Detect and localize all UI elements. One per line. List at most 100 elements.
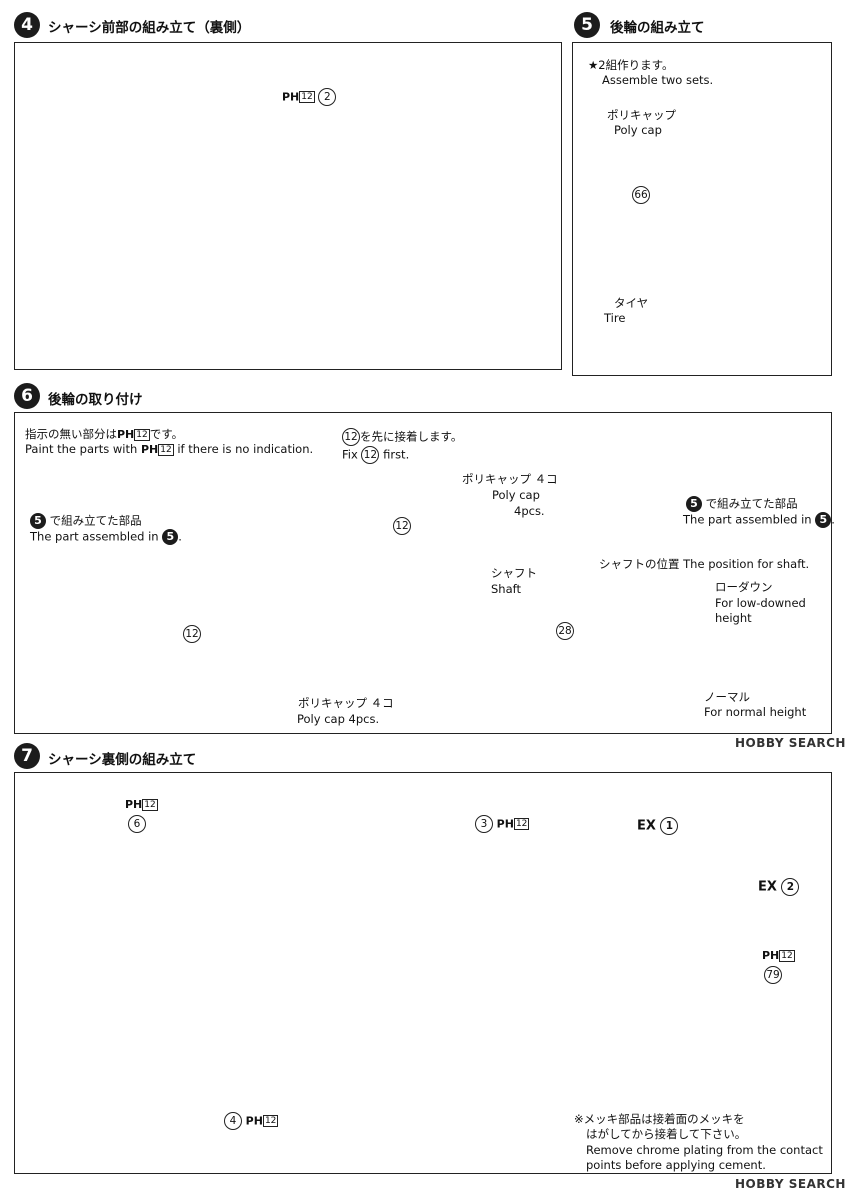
step6-number: 6 — [14, 383, 40, 409]
paint-box: 12 — [158, 443, 174, 456]
paint-code: PH — [117, 428, 135, 441]
step5-tire-jp: タイヤ — [614, 296, 649, 310]
step6-lowdown-en2: height — [715, 611, 752, 625]
step5-polycap-jp: ポリキャップ — [607, 108, 676, 122]
step7-chrome-jp1: ※メッキ部品は接着面のメッキを — [574, 1112, 745, 1126]
watermark-mid: HOBBY SEARCH — [735, 736, 846, 750]
step6-assembled-right-en: The part assembled in 5. — [683, 512, 835, 528]
paint-code: PH — [496, 817, 514, 831]
step6-title: 後輪の取り付け — [48, 392, 143, 408]
step7-chrome-en1: Remove chrome plating from the contact — [586, 1143, 823, 1157]
step6-polycap4b-jp: ポリキャップ ４コ — [298, 696, 394, 710]
wheel-part-number: 66 — [632, 186, 650, 204]
step6-polycap4-pcs: 4pcs. — [514, 504, 545, 518]
step7-part6: 6 — [128, 815, 146, 833]
part-number: 2 — [781, 878, 800, 896]
assembled-jp: で組み立てた部品 — [705, 496, 798, 511]
step6-polycap4-en: Poly cap — [492, 488, 540, 502]
step6-shaft-position: シャフトの位置 The position for shaft. — [599, 557, 810, 571]
step6-shaft-part: 28 — [556, 622, 574, 640]
step7-chrome-jp2: はがしてから接着して下さい。 — [586, 1127, 747, 1141]
paint-code: PH — [245, 1114, 263, 1128]
part-number: 79 — [764, 966, 782, 984]
ex-label: EX — [637, 818, 656, 834]
step6-shaft-jp: シャフト — [491, 566, 537, 580]
step6-part12-lower: 12 — [183, 625, 201, 643]
step-ref-icon: 5 — [815, 512, 832, 528]
step6-part12-upper: 12 — [393, 517, 411, 535]
step7-number: 7 — [14, 743, 40, 769]
watermark-bottom: HOBBY SEARCH — [735, 1177, 846, 1191]
step7-panel — [14, 772, 832, 1174]
step6-assembled-left-jp: 5 で組み立てた部品 — [30, 513, 142, 529]
step5-wheel-part: 66 — [632, 186, 650, 204]
step5-number: 5 — [574, 12, 600, 38]
step-ref-icon: 5 — [162, 529, 179, 545]
step-ref-icon: 5 — [30, 513, 46, 529]
assembled-en: The part assembled in — [683, 512, 812, 527]
note-jp-text: 指示の無い部分は — [25, 427, 117, 441]
paint-code: PH — [282, 90, 300, 104]
step6-normal-en: For normal height — [704, 705, 807, 719]
step6-lowdown-en1: For low-downed — [715, 596, 806, 610]
part-number: 4 — [224, 1112, 242, 1130]
step6-polycap4b-en: Poly cap 4pcs. — [297, 712, 380, 726]
paint-box: 12 — [142, 798, 158, 811]
note-jp-post: です。 — [149, 427, 184, 441]
fix-part-number: 12 — [342, 428, 360, 446]
step5-note-en: Assemble two sets. — [602, 73, 714, 87]
shaft-part-number: 28 — [556, 622, 574, 640]
step7-ex1: EX 1 — [637, 817, 679, 835]
step-ref-icon: 5 — [686, 496, 702, 512]
paint-code: PH — [140, 443, 159, 456]
step6-polycap4-jp: ポリキャップ ４コ — [462, 472, 558, 486]
fix-jp-text: を先に接着します。 — [360, 429, 463, 444]
paint-box: 12 — [134, 428, 150, 441]
part-number: 12 — [393, 517, 411, 535]
step5-panel — [572, 42, 832, 376]
step7-ex2: EX 2 — [758, 878, 800, 896]
step6-panel — [14, 412, 832, 734]
part-number: 3 — [475, 815, 493, 833]
step6-fix-en: Fix 12 first. — [342, 446, 409, 464]
step7-part79: 79 — [764, 966, 782, 984]
paint-code: PH — [762, 949, 780, 962]
fix-part-number: 12 — [361, 446, 380, 464]
step5-note-jp: ★2組作ります。 — [588, 58, 674, 72]
paint-box: 12 — [299, 91, 315, 103]
step4-title: シャーシ前部の組み立て（裏側） — [48, 20, 251, 36]
paint-box: 12 — [513, 818, 530, 830]
assembled-jp: で組み立てた部品 — [49, 513, 142, 528]
paint-box: 12 — [262, 1115, 279, 1127]
note-en-text: Paint the parts with — [25, 442, 138, 456]
part-number: 6 — [128, 815, 146, 833]
step5-tire-en: Tire — [604, 311, 626, 325]
step7-chrome-en2: points before applying cement. — [586, 1158, 766, 1172]
part-number: 12 — [183, 625, 201, 643]
paint-box: 12 — [779, 949, 795, 962]
step4-panel — [14, 42, 562, 370]
part-number: 1 — [660, 817, 679, 835]
fix-en-pre: Fix — [342, 447, 358, 462]
step7-title: シャーシ裏側の組み立て — [48, 752, 197, 768]
step6-shaft-en: Shaft — [491, 582, 521, 596]
step6-assembled-right-jp: 5 で組み立てた部品 — [686, 496, 798, 512]
step4-number: 4 — [14, 12, 40, 38]
step6-normal-jp: ノーマル — [704, 690, 750, 704]
paint-code: PH — [125, 798, 143, 811]
ex-label: EX — [758, 879, 777, 895]
step6-lowdown-jp: ローダウン — [715, 580, 773, 594]
assembled-en: The part assembled in — [30, 529, 159, 544]
part-number: 2 — [318, 88, 337, 106]
step6-assembled-left-en: The part assembled in 5. — [30, 529, 182, 545]
step5-title: 後輪の組み立て — [610, 20, 705, 36]
step5-polycap-en: Poly cap — [614, 123, 662, 137]
